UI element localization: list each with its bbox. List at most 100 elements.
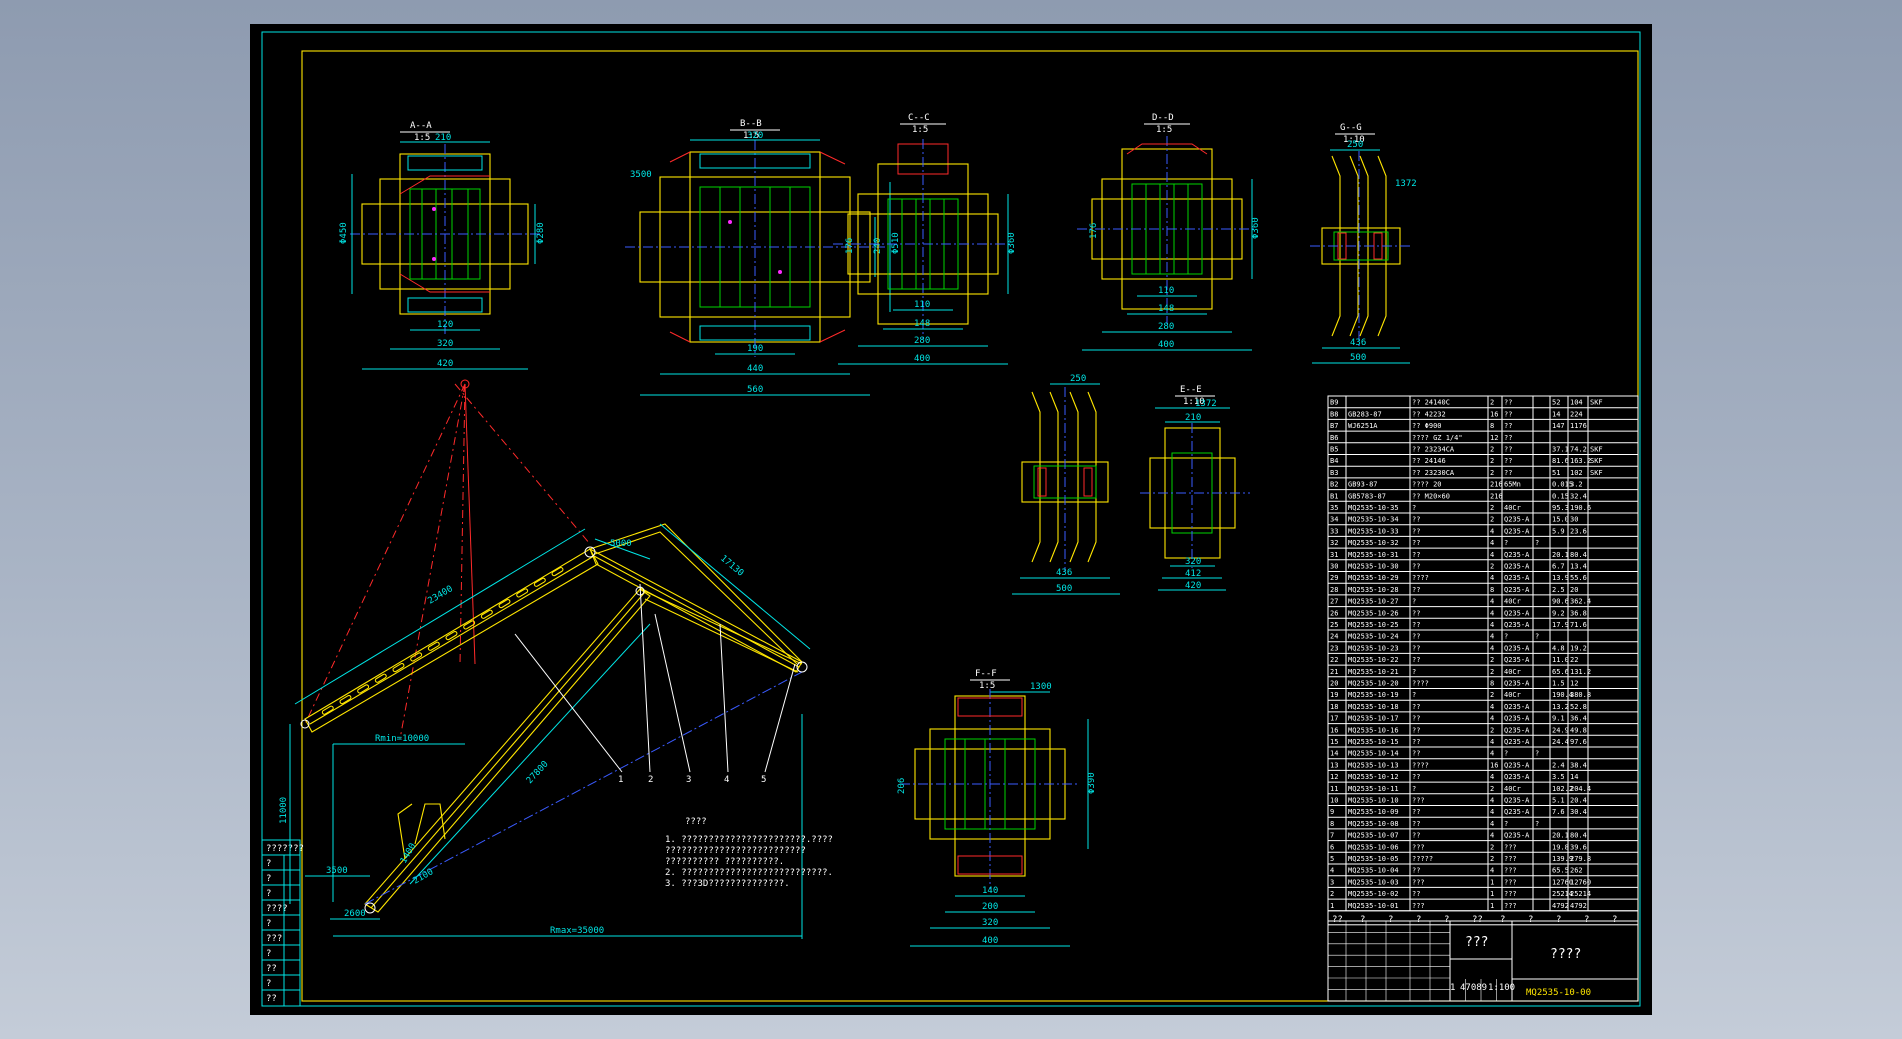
- bom-cell: 40Cr: [1504, 598, 1521, 606]
- bom-cell: ?: [1412, 691, 1416, 699]
- bom-cell: Q235-A: [1504, 680, 1530, 688]
- bom-cell: 4: [1490, 644, 1494, 652]
- view-f-scale: 1:5: [979, 681, 995, 691]
- jib-slot: [551, 566, 564, 577]
- bom-cell: 12760: [1570, 878, 1591, 886]
- bom-cell: Q235-A: [1504, 656, 1530, 664]
- bom-cell: MQ2535-10-06: [1348, 843, 1399, 851]
- dim-boom-d3: 2100: [412, 867, 436, 887]
- bom-cell: B8: [1330, 410, 1338, 418]
- side-strip-cell: ?: [266, 919, 271, 929]
- bom-cell: 80.4: [1570, 832, 1587, 840]
- bom-cell: SKF: [1590, 469, 1603, 477]
- bom-cell: 34: [1330, 516, 1338, 524]
- view-c-title: C--C: [908, 113, 930, 123]
- bom-cell: 262: [1570, 867, 1583, 875]
- bom-cell: ??: [1412, 832, 1420, 840]
- bom-cell: B1: [1330, 492, 1338, 500]
- bom-cell: 24.4: [1552, 738, 1569, 746]
- jib-slot: [321, 705, 334, 715]
- view-e-section: 250 436 500: [1012, 374, 1120, 595]
- bom-cell: 80.4: [1570, 551, 1587, 559]
- bom-cell: 2: [1490, 843, 1494, 851]
- jib-slot: [410, 652, 423, 662]
- bom-cell: 22: [1330, 656, 1338, 664]
- dim-b-top: 320: [747, 131, 763, 141]
- bom-cell: ?? 23234CA: [1412, 446, 1455, 454]
- bom-cell: 51: [1552, 469, 1560, 477]
- bom-cell: MQ2535-10-16: [1348, 726, 1399, 734]
- bom-cell: ??: [1412, 609, 1420, 617]
- dim-reach-max: Rmax=35000: [550, 926, 604, 936]
- dim-c-r: Φ360: [1007, 232, 1017, 254]
- bom-header-cell: ?: [1612, 915, 1617, 925]
- bom-cell: 4: [1490, 867, 1494, 875]
- bom-cell: MQ2535-10-18: [1348, 703, 1399, 711]
- bom-cell: 8: [1490, 422, 1494, 430]
- bom-cell: 279.8: [1570, 855, 1591, 863]
- bom-cell: 362.4: [1570, 598, 1591, 606]
- dim-boom-l1: 23400: [426, 584, 454, 607]
- view-a-section: A--A 1:5 210 120: [339, 121, 546, 370]
- bom-cell: 14: [1552, 410, 1560, 418]
- view-b-section: B--B 1:5 320 3500 190: [625, 119, 901, 396]
- bom-cell: Q235-A: [1504, 551, 1530, 559]
- bom-cell: 20.1: [1552, 832, 1569, 840]
- bom-cell: ????: [1412, 761, 1429, 769]
- bom-cell: 13.9: [1552, 574, 1569, 582]
- bom-cell: ?: [1535, 539, 1539, 547]
- bom-cell: 39.6: [1570, 843, 1587, 851]
- bom-cell: 147: [1552, 422, 1565, 430]
- bom-cell: 90.6: [1552, 598, 1569, 606]
- bom-cell: 224: [1570, 410, 1583, 418]
- part-label-5: 5: [761, 775, 766, 785]
- bom-cell: 81.6: [1552, 457, 1569, 465]
- bom-cell: 23: [1330, 644, 1338, 652]
- dim-e-c2: 412: [1185, 569, 1201, 579]
- bom-cell: ?: [1412, 785, 1416, 793]
- bom-cell: 25214: [1570, 890, 1591, 898]
- bom-cell: 2: [1490, 691, 1494, 699]
- bom-cell: ?: [1412, 598, 1416, 606]
- bom-cell: 65Mn: [1504, 481, 1521, 489]
- bom-header-cell: ?: [1556, 915, 1561, 925]
- bom-cell: MQ2535-10-22: [1348, 656, 1399, 664]
- bom-cell: ?: [1535, 750, 1539, 758]
- bom-cell: 2: [1490, 656, 1494, 664]
- bom-cell: Q235-A: [1504, 832, 1530, 840]
- drawing-canvas[interactable]: ???????????????????????? A--A 1:5: [250, 24, 1652, 1015]
- bom-cell: MQ2535-10-28: [1348, 586, 1399, 594]
- bom-cell: B9: [1330, 399, 1338, 407]
- bom-cell: ???: [1504, 855, 1517, 863]
- bom-cell: 1: [1330, 902, 1334, 910]
- bom-cell: 40Cr: [1504, 504, 1521, 512]
- bom-cell: Q235-A: [1504, 621, 1530, 629]
- bom-cell: 15.0: [1552, 516, 1569, 524]
- bom-cell: ???: [1412, 878, 1425, 886]
- bom-cell: 52.8: [1570, 703, 1587, 711]
- boom-arrangement: 23400 27800 5000 17130 1 2 3 4 5: [279, 379, 811, 939]
- side-strip-cell: ?: [266, 949, 271, 959]
- bom-cell: 30: [1330, 563, 1338, 571]
- notes-line-4: 2. ???????????????????????????.: [665, 868, 833, 878]
- outer-frame: [261, 31, 1641, 1007]
- bom-cell: 1: [1490, 890, 1494, 898]
- bom-cell: 4: [1490, 832, 1494, 840]
- bom-cell: B5: [1330, 446, 1338, 454]
- bom-cell: 2: [1490, 855, 1494, 863]
- bom-cell: 4: [1490, 574, 1494, 582]
- jib-slot: [480, 609, 493, 619]
- bom-cell: 9.1: [1552, 715, 1565, 723]
